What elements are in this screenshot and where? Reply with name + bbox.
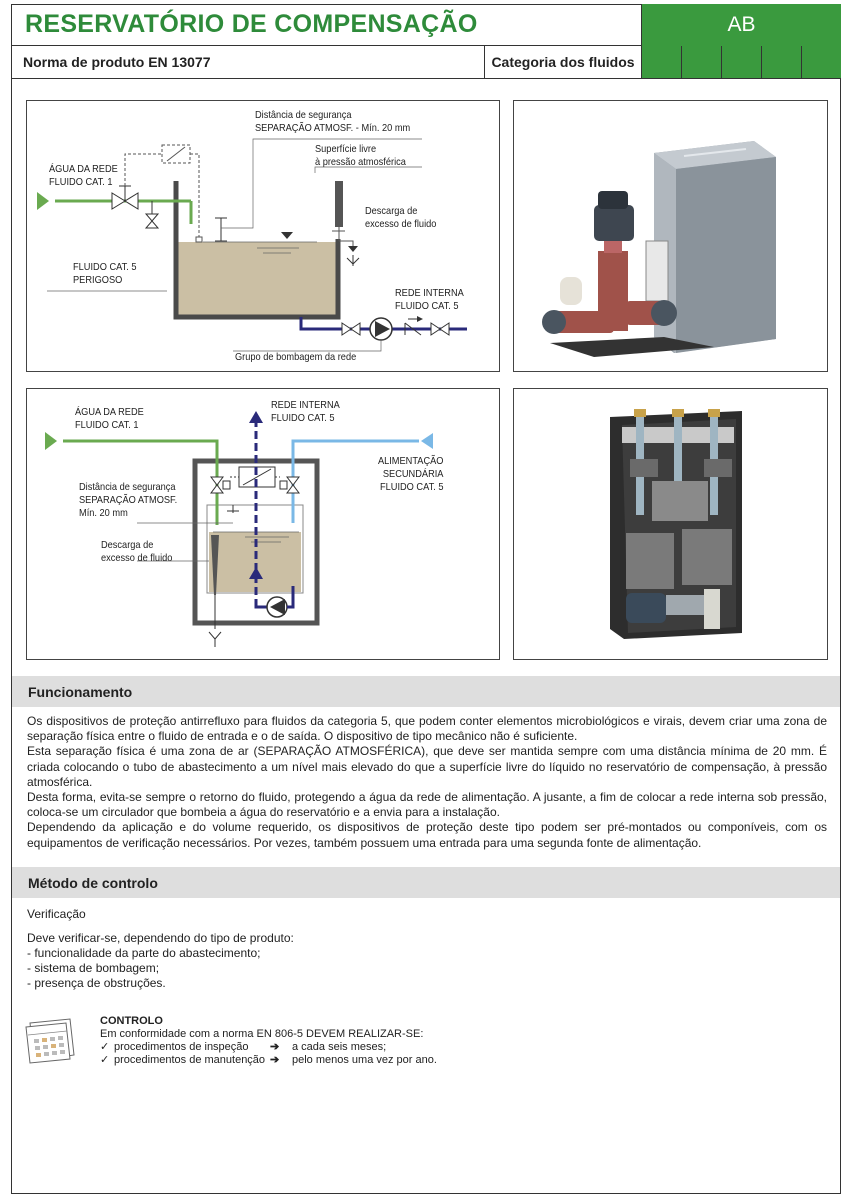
control-intro: Em conformidade com a norma EN 806-5 DEV… <box>100 1028 424 1040</box>
page-frame <box>11 4 841 1194</box>
section-heading: Método de controlo <box>28 875 158 891</box>
funcionamento-text: Os dispositivos de proteção antirrefluxo… <box>27 714 827 851</box>
control-frequency: pelo menos uma vez por ano. <box>292 1054 437 1066</box>
control-procedure: procedimentos de inspeção <box>114 1041 249 1053</box>
d1-pump-group-label: Grupo de bombagem da rede <box>235 351 357 363</box>
control-block: CONTROLO Em conformidade com a norma EN … <box>100 1015 437 1067</box>
fluid-category-cell <box>761 46 801 78</box>
section-heading: Funcionamento <box>28 684 133 700</box>
cabinet-photo-panel <box>513 388 828 660</box>
verification-title: Verificação <box>27 907 86 921</box>
d1-overflow-label: Descarga de excesso de fluido <box>365 205 437 230</box>
title-row: RESERVATÓRIO DE COMPENSAÇÃO AB <box>11 4 841 46</box>
overflow-pipe <box>335 181 343 227</box>
water-level-triangle <box>281 232 293 239</box>
d1-fluid-label: FLUIDO CAT. 5 PERIGOSO <box>73 261 137 286</box>
d2-distance-label: Distância de segurança SEPARAÇÃO ATMOSF.… <box>79 481 178 519</box>
fluid-category-label: Categoria dos fluidos <box>484 46 641 78</box>
tank-product-illustration <box>542 141 776 357</box>
paragraph: Dependendo da aplicação e do volume requ… <box>27 820 827 850</box>
d2-secondary-label: ALIMENTAÇÃO SECUNDÁRIA FLUIDO CAT. 5 <box>377 455 444 493</box>
d1-distance-label: Distância de segurança SEPARAÇÃO ATMOSF.… <box>255 109 411 134</box>
control-frequency: a cada seis meses; <box>292 1041 387 1053</box>
control-procedure: procedimentos de manutenção <box>114 1054 266 1066</box>
tank-walls <box>173 181 341 320</box>
check-icon: ✓ <box>100 1054 110 1066</box>
supply-valve <box>111 192 126 210</box>
cabinet-product-illustration <box>610 409 742 639</box>
fluid-category-cell <box>641 46 681 78</box>
cabinet-schematic <box>45 411 433 647</box>
control-row: ✓ procedimentos de inspeção ➔ a cada sei… <box>100 1041 437 1054</box>
cabinet-supply-pipe <box>63 439 219 525</box>
fluid-category-cell <box>801 46 841 78</box>
d1-water-label: ÁGUA DA REDE FLUIDO CAT. 1 <box>49 163 118 188</box>
arrow-icon: ➔ <box>270 1041 280 1053</box>
cabinet-diagram-panel: ÁGUA DA REDE FLUIDO CAT. 1 REDE INTERNA … <box>26 388 500 660</box>
arrow-icon: ➔ <box>270 1054 280 1066</box>
product-norm: Norma de produto EN 13077 <box>23 54 211 70</box>
tank-photo-panel <box>513 100 828 372</box>
outlet-pipe <box>299 317 467 331</box>
list-item: - sistema de bombagem; <box>27 961 160 975</box>
paragraph: Os dispositivos de proteção antirrefluxo… <box>27 714 827 744</box>
fluid-category-cell <box>721 46 761 78</box>
page-title: RESERVATÓRIO DE COMPENSAÇÃO <box>25 10 478 38</box>
list-item: - funcionalidade da parte do abastecimen… <box>27 946 261 960</box>
d2-overflow-label: Descarga de excesso de fluido <box>101 539 173 564</box>
paragraph: Esta separação física é uma zona de ar (… <box>27 744 827 789</box>
tank-diagram-panel: Distância de segurança SEPARAÇÃO ATMOSF.… <box>26 100 500 372</box>
outlet-valve-2 <box>430 322 441 336</box>
outlet-valve-1 <box>341 322 352 336</box>
drain-valve <box>144 213 160 222</box>
sub-header-row: Norma de produto EN 13077 Categoria dos … <box>11 46 841 79</box>
list-item: - presença de obstruções. <box>27 976 166 990</box>
fluid-category-code: AB <box>641 4 841 46</box>
d1-surface-label: Superfície livre à pressão atmosférica <box>315 143 406 168</box>
verification-block: Verificação Deve verificar-se, dependend… <box>27 907 294 991</box>
supply-inlet-arrow <box>37 192 49 210</box>
d2-internal-label: REDE INTERNA FLUIDO CAT. 5 <box>271 399 340 424</box>
cabinet-overflow <box>211 535 219 595</box>
tank-fluid <box>178 242 336 315</box>
verification-intro: Deve verificar-se, dependendo do tipo de… <box>27 931 294 945</box>
tank-schematic <box>37 138 467 352</box>
section-controlo: Método de controlo <box>12 867 840 898</box>
paragraph: Desta forma, evita-se sempre o retorno d… <box>27 790 827 820</box>
secondary-supply-pipe <box>291 439 419 523</box>
control-title: CONTROLO <box>100 1015 163 1027</box>
fluid-category-cell <box>681 46 721 78</box>
d2-water-label: ÁGUA DA REDE FLUIDO CAT. 1 <box>75 406 144 431</box>
section-funcionamento: Funcionamento <box>12 676 840 707</box>
fluid-category-cells <box>641 46 841 78</box>
calendar-icon <box>25 1018 75 1064</box>
check-icon: ✓ <box>100 1041 110 1053</box>
d1-internal-label: REDE INTERNA FLUIDO CAT. 5 <box>395 287 464 312</box>
control-row: ✓ procedimentos de manutenção ➔ pelo men… <box>100 1054 437 1067</box>
